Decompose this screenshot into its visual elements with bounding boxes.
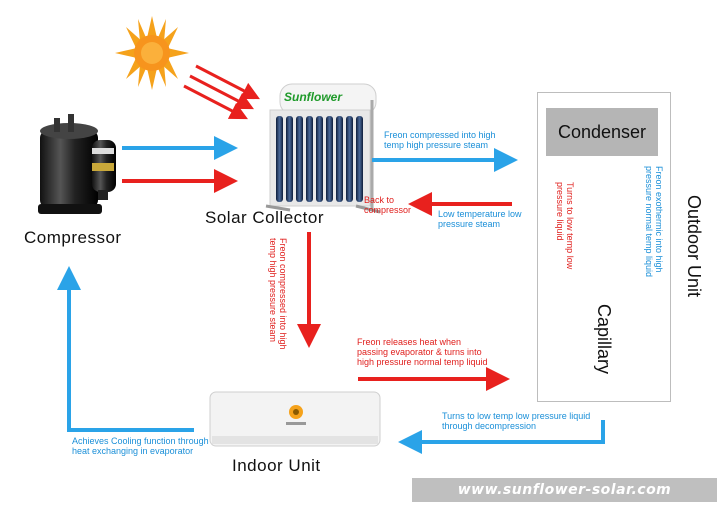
freon-down-collector-note: Freon compressed into high temp high pre… — [268, 238, 288, 350]
solar-collector-label: Solar Collector — [205, 208, 324, 227]
turns-low-temp-liquid-note: Turns to low temp low pressure liquid — [555, 182, 575, 270]
back-to-compressor-note: Back to compressor — [364, 195, 412, 215]
capillary-label: Capillary — [594, 304, 614, 375]
outdoor-unit-label: Outdoor Unit — [684, 195, 704, 298]
sunlight-arrows — [183, 64, 260, 120]
compressor-icon — [38, 114, 116, 214]
low-temp-steam-note: Low temperature low pressure steam — [438, 209, 522, 229]
freon-exothermic-note: Freon exothermic into high pressure norm… — [644, 166, 664, 278]
freon-releases-heat-note: Freon releases heat when passing evapora… — [357, 337, 488, 367]
collector-brand: Sunflower — [284, 90, 343, 104]
capillary-to-indoor-blue-path — [398, 420, 605, 454]
turns-low-temp-decompression-note: Turns to low temp low pressure liquid th… — [442, 411, 591, 431]
sun-icon — [115, 16, 189, 90]
condenser-box: Condenser — [546, 108, 658, 156]
indoor-to-compressor-blue-path — [57, 266, 194, 432]
compressor-label: Compressor — [24, 228, 122, 247]
freon-compressed-steam-note: Freon compressed into high temp high pre… — [384, 130, 496, 150]
indoor-unit-label: Indoor Unit — [232, 456, 321, 475]
solar-collector-icon — [265, 83, 381, 214]
indoor-unit-icon — [209, 391, 381, 447]
achieves-cooling-note: Achieves Cooling function through heat e… — [72, 436, 209, 456]
website-url-banner[interactable]: www.sunflower-solar.com — [412, 478, 717, 502]
